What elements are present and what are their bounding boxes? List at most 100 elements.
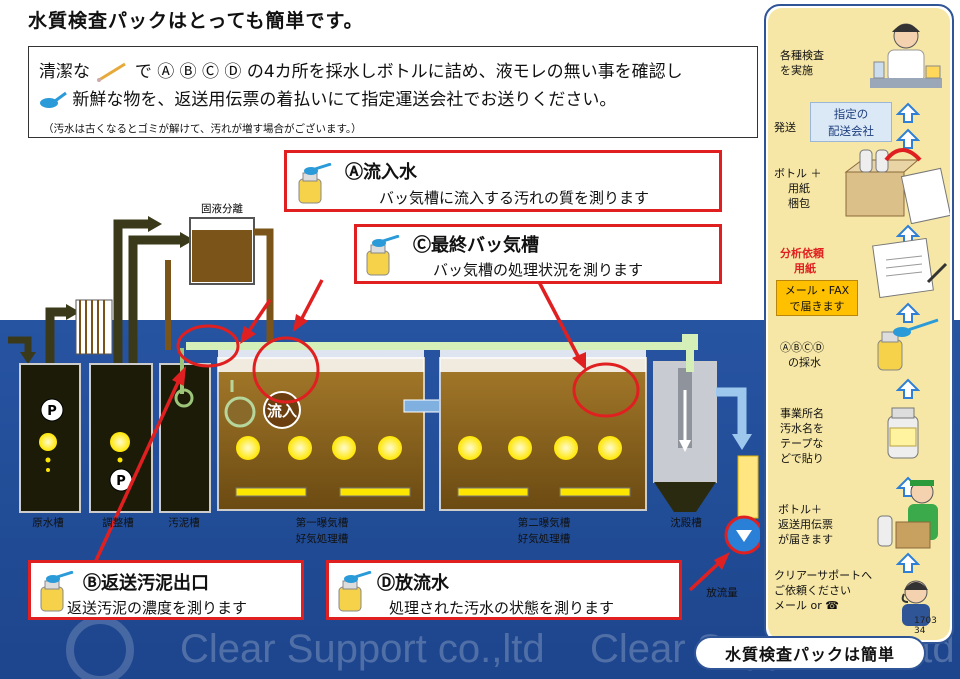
sample-point-c — [572, 362, 640, 418]
inflow-pipe — [8, 336, 32, 354]
bubble-icon — [332, 436, 356, 460]
bubble-icon — [39, 433, 57, 451]
labeled-bottle-icon — [887, 407, 919, 459]
package-box-icon — [844, 148, 950, 224]
intro-box: 清潔な で Ⓐ Ⓑ Ⓒ Ⓓ の4カ所を採水しボトルに詰め、液モレの無い事を確認し… — [28, 46, 758, 138]
swab-stick-icon — [97, 62, 127, 82]
pointer-arrows — [86, 279, 730, 592]
up-arrow-icon — [896, 378, 920, 399]
bubble-icon — [554, 436, 578, 460]
aeration-tank-1 — [217, 350, 425, 511]
bottle-ladle-icon — [338, 571, 372, 612]
intro-line-2: 新鮮な物を、返送用伝票の着払いにて指定運送会社でお送りください。 — [40, 85, 617, 110]
callout-c-title: Ⓒ最終バッ気槽 — [413, 235, 539, 256]
pump-label: P — [47, 404, 57, 419]
tank-label-aer2b: 好気処理槽 — [518, 532, 571, 545]
bubble-icon — [458, 436, 482, 460]
arrow-icon — [180, 232, 194, 248]
tank-label-raw: 原水槽 — [32, 517, 64, 529]
arrow-icon — [66, 304, 80, 320]
separator-label: 固液分離 — [201, 202, 243, 215]
return-pipes — [45, 219, 180, 380]
delivery-person-icon — [877, 480, 938, 549]
diffuser-bar — [235, 487, 307, 497]
step-inspect: 各種検査を実施 — [780, 49, 824, 77]
pump-label: P — [116, 474, 126, 489]
step-labeling: 事業所名汚水名をテープなどで貼り — [780, 407, 824, 465]
arrow-icon — [736, 530, 752, 542]
settling-tank — [653, 361, 717, 512]
callout-d: Ⓓ放流水 処理された汚水の状態を測ります — [326, 560, 682, 620]
diffuser-bar — [457, 487, 529, 497]
discharge-channel — [737, 455, 759, 519]
intro-text: 新鮮な物を、返送用伝票の着払いにて指定運送会社でお送りください。 — [72, 90, 617, 110]
plant-diagram: 固液分離 P P 流入 — [8, 202, 760, 599]
carrier-box: 指定の配送会社 — [810, 102, 892, 142]
tank-label-aer1b: 好気処理槽 — [296, 532, 349, 545]
step-request-form: 分析依頼用紙 — [780, 247, 824, 275]
tank-label-aer2a: 第二曝気槽 — [518, 516, 571, 529]
sample-point-b — [176, 324, 240, 368]
footer-title: 水質検査パックは簡単 — [694, 636, 926, 670]
tank-label-aer1a: 第一曝気槽 — [296, 516, 349, 529]
pump-icon — [40, 398, 64, 422]
tank-label-sludge: 汚泥槽 — [168, 516, 200, 529]
bottle-ladle-icon — [366, 235, 400, 276]
up-arrow-icon — [896, 102, 920, 123]
bottle-ladle-icon — [298, 163, 332, 204]
process-panel: 各種検査を実施 発送 指定の配送会社 ボトル ＋用紙梱包 分析依頼用紙 — [764, 4, 954, 644]
separator-tank — [165, 217, 274, 350]
callout-b: Ⓑ返送汚泥出口 返送汚泥の濃度を測ります — [28, 560, 304, 620]
callout-d-desc: 処理された汚水の状態を測ります — [389, 599, 615, 617]
bubble-icon — [598, 436, 622, 460]
arrow-icon — [732, 434, 752, 450]
operator-icon — [901, 580, 930, 626]
tank-label-settle: 沈殿槽 — [670, 516, 702, 529]
ladle-icon — [40, 91, 67, 108]
raw-tank: P — [19, 363, 81, 513]
tank-label-adjust: 調整槽 — [102, 516, 134, 529]
callout-b-desc: 返送汚泥の濃度を測ります — [67, 599, 248, 617]
callout-b-title: Ⓑ返送汚泥出口 — [83, 573, 209, 594]
diffuser-bar — [559, 487, 631, 497]
tank-label-discharge: 放流量 — [706, 586, 738, 599]
bubble-icon — [110, 432, 130, 452]
screen-filter — [75, 299, 113, 355]
step-pack: ボトル ＋用紙梱包 — [774, 167, 822, 210]
intro-line-1: 清潔な で Ⓐ Ⓑ Ⓒ Ⓓ の4カ所を採水しボトルに詰め、液モレの無い事を確認し — [39, 57, 683, 82]
aeration-tank-2 — [439, 350, 647, 511]
watermark-text: Clear Support co.,ltd — [180, 627, 545, 671]
bubble-icon — [236, 436, 260, 460]
arrow-icon — [148, 216, 162, 232]
lab-technician-icon — [870, 23, 942, 88]
discharge-pipe — [716, 387, 747, 436]
arrow-icon — [20, 352, 36, 364]
bottle-ladle-icon — [40, 571, 74, 612]
intro-text: で Ⓐ Ⓑ Ⓒ Ⓓ の4カ所を採水しボトルに詰め、液モレの無い事を確認し — [134, 62, 683, 82]
callout-a-title: Ⓐ流入水 — [345, 162, 417, 183]
callout-d-title: Ⓓ放流水 — [377, 573, 449, 594]
up-arrow-icon — [896, 128, 920, 149]
step-ship: 発送 — [774, 121, 796, 134]
bottle-ladle-icon — [877, 318, 939, 371]
bubble-icon — [508, 436, 532, 460]
contract-form-icon — [872, 238, 948, 298]
adjust-tank: P — [89, 363, 153, 513]
page-title: 水質検査パックはとっても簡単です。 — [28, 10, 364, 32]
inflow-label: 流入 — [267, 402, 297, 420]
callout-a: Ⓐ流入水 バッ気槽に流入する汚れの質を測ります — [284, 150, 722, 212]
up-arrow-icon — [896, 552, 920, 573]
step-receive: ボトル＋返送用伝票が届きます — [778, 503, 833, 546]
callout-a-desc: バッ気槽に流入する汚れの質を測ります — [379, 189, 650, 207]
intro-text: 清潔な — [39, 62, 90, 82]
up-arrow-icon — [896, 302, 920, 323]
step-request: クリアーサポートへご依頼くださいメール or ☎ — [774, 569, 873, 612]
watermark-logo — [66, 616, 134, 679]
sample-point-a — [252, 336, 320, 404]
bubble-icon — [288, 436, 312, 460]
bubble-icon — [378, 436, 402, 460]
callout-c: Ⓒ最終バッ気槽 バッ気槽の処理状況を測ります — [354, 224, 722, 284]
